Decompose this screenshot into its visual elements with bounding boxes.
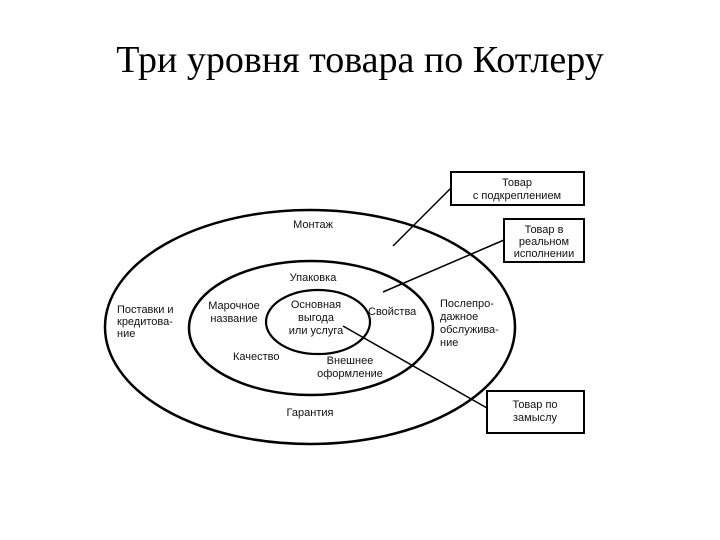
callout-core-line1: Товар по [512,399,557,411]
callout-box-core [486,390,585,434]
label-features: Свойства [368,306,417,318]
label-aftersales-line2: дажное [440,311,478,323]
slide-title: Три уровня товара по Котлеру [116,39,604,81]
leader-line-core [342,325,488,409]
label-installation: Монтаж [293,219,334,231]
callout-augmented-line2: с подкреплением [473,190,561,202]
label-core-line3: или услуга [289,325,344,337]
label-packaging: Упаковка [290,272,338,284]
callout-actual-line2: реальном [519,236,569,248]
callout-actual-line3: исполнении [514,248,574,260]
callout-actual-line1: Товар в [525,224,564,236]
label-delivery-line2: кредитова- [117,316,173,328]
leader-line-augmented [392,187,452,247]
label-warranty: Гарантия [287,407,334,419]
label-aftersales-line1: Послепро- [440,298,494,310]
core-ring [264,288,372,356]
middle-ring [187,259,435,397]
label-core-line2: выгода [298,312,335,324]
label-design-line1: Внешнее [327,355,374,367]
label-delivery-line3: ние [117,328,135,340]
label-aftersales-line4: ние [440,337,458,349]
outer-ring [103,208,517,446]
label-core-line1: Основная [291,299,341,311]
callout-augmented-line1: Товар [502,177,532,189]
label-design-line2: оформление [317,368,383,380]
callout-box-actual [503,218,585,263]
label-delivery-line1: Поставки и [117,304,174,316]
label-brand-line1: Марочное [208,300,259,312]
label-aftersales-line3: обслужива- [440,324,499,336]
callout-core-line2: замыслу [513,412,558,424]
label-brand-line2: название [210,313,257,325]
leader-line-actual [382,239,505,293]
label-quality: Качество [233,351,280,363]
